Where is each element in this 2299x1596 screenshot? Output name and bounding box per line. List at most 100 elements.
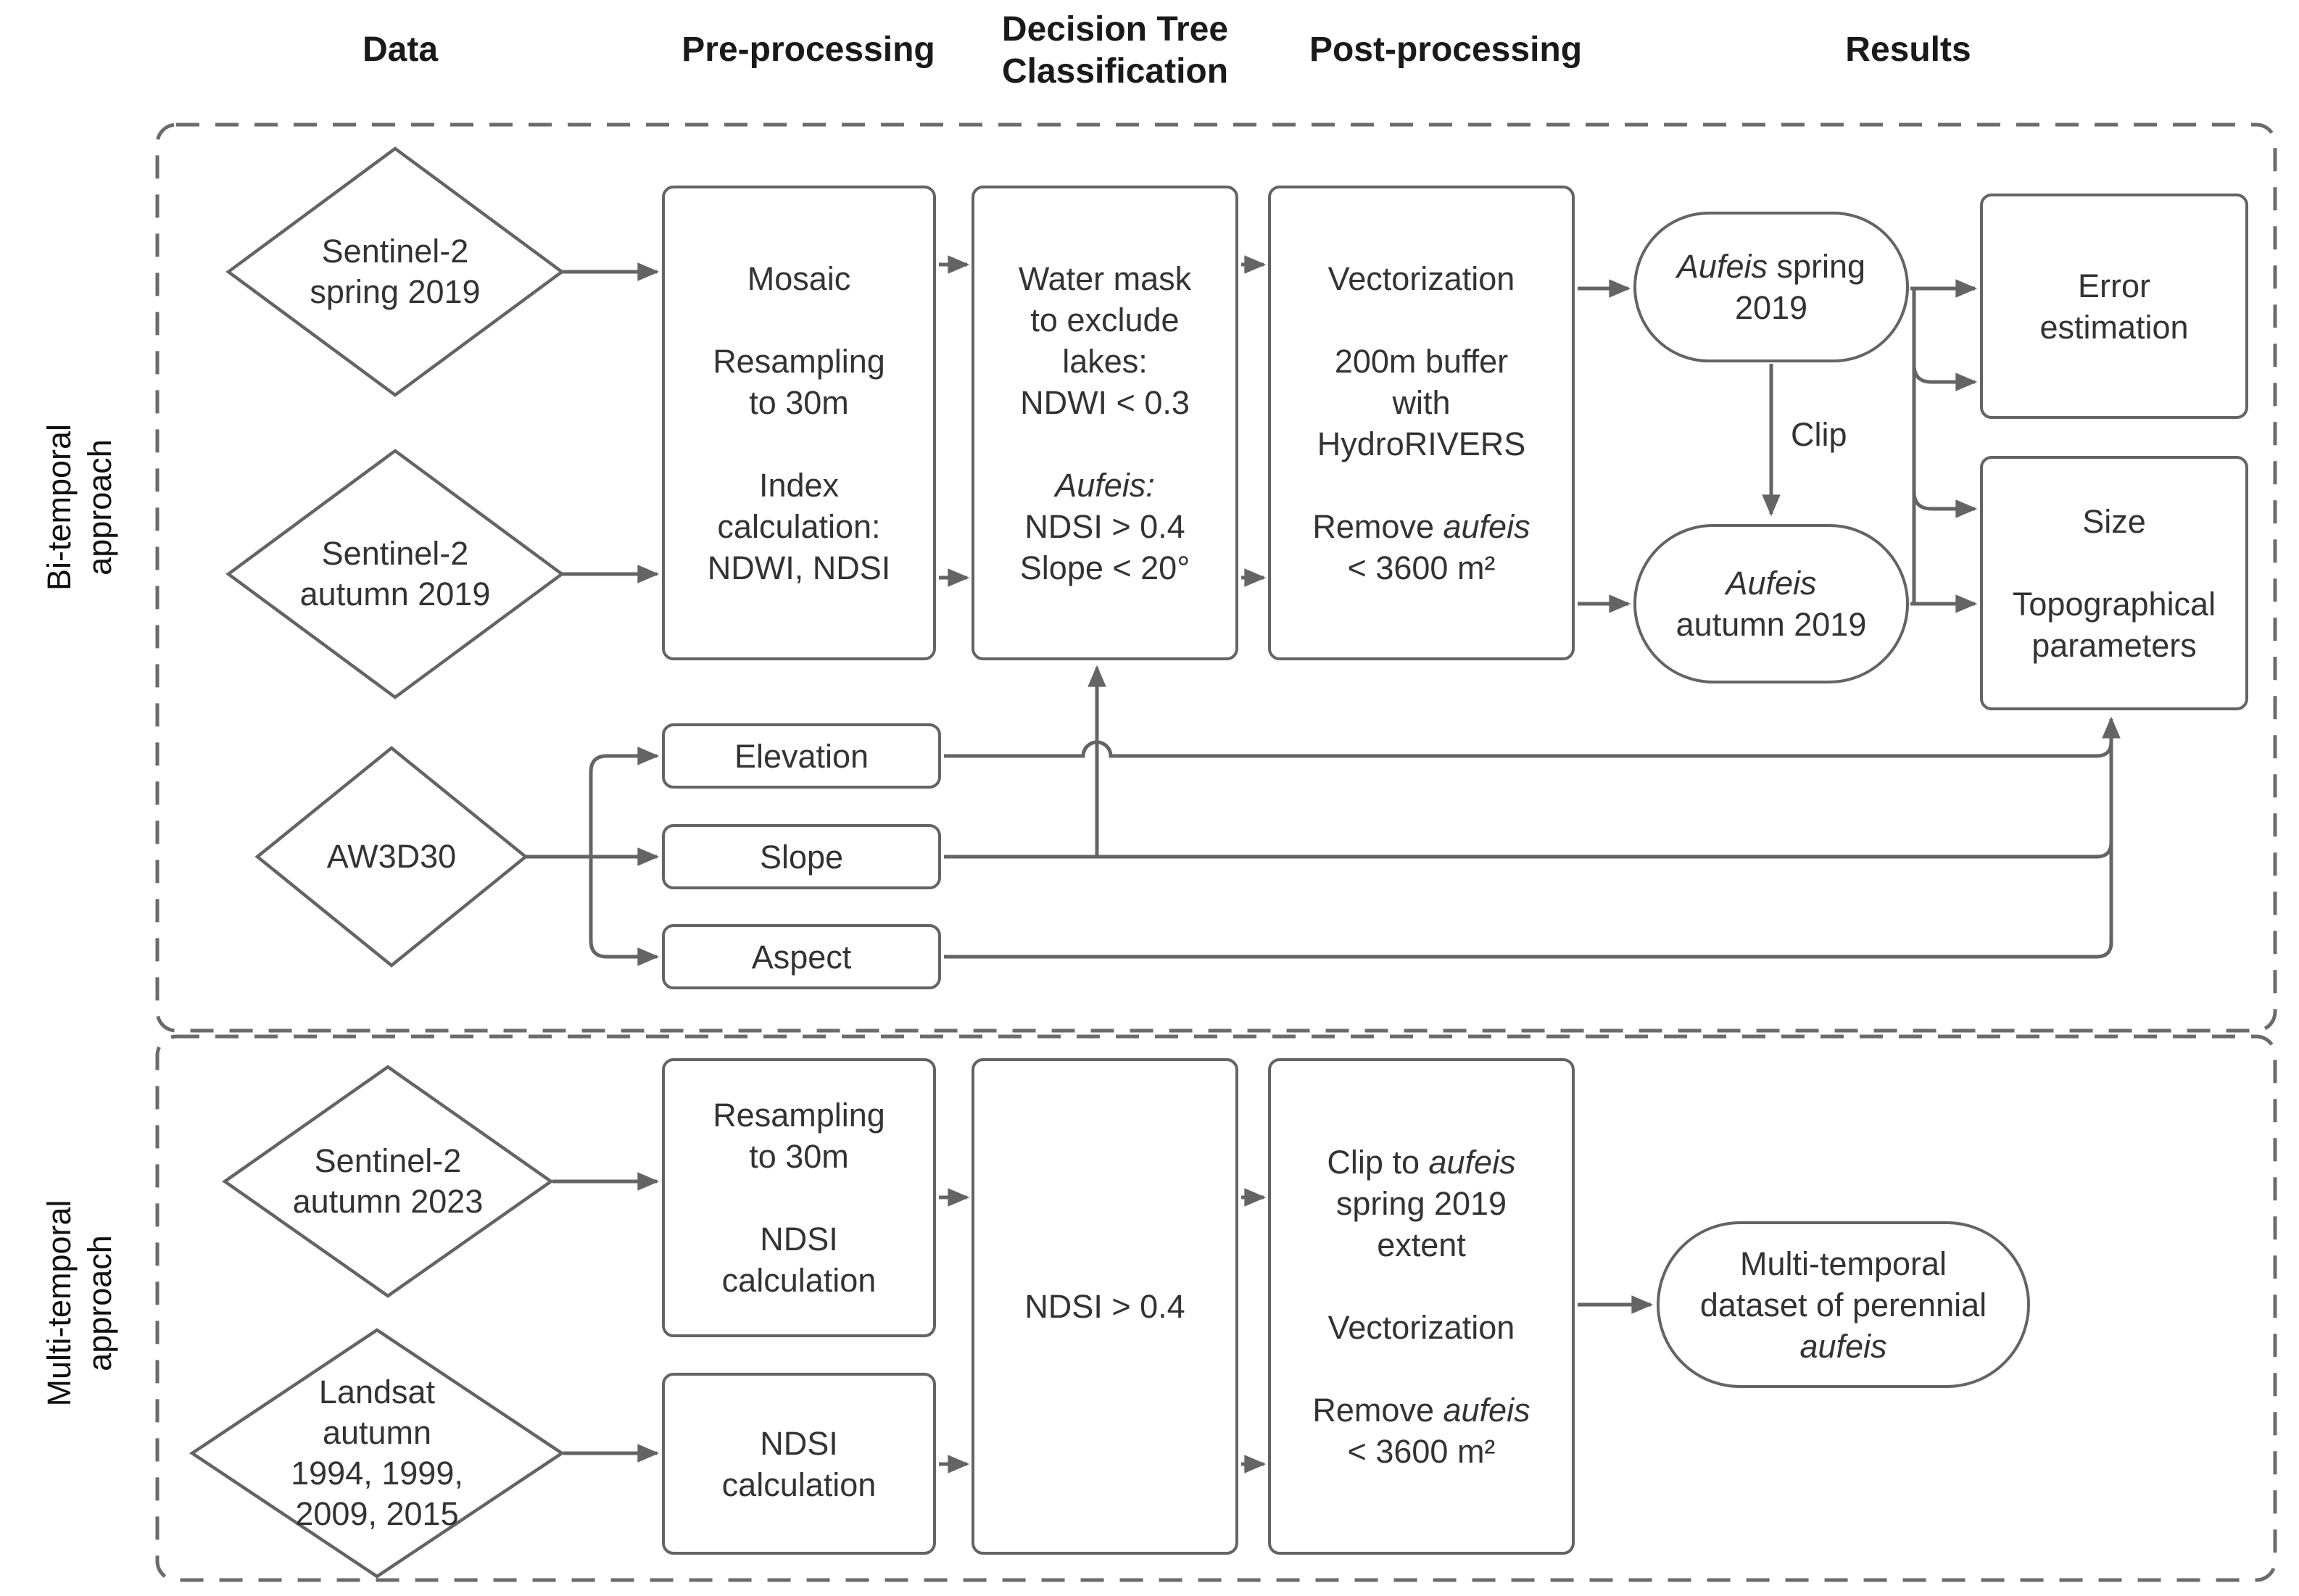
text-line: 2009, 2015	[295, 1495, 459, 1532]
text-line: calculation	[721, 1262, 877, 1299]
text-paragraph: Remove aufeis < 3600 m²	[1312, 1389, 1530, 1472]
resampling-ndsi-box: Resampling to 30m NDSI calculation	[662, 1058, 936, 1337]
slope-box: Slope	[662, 824, 941, 889]
text-segment: aufeis	[1443, 507, 1530, 545]
text-paragraph: Water mask to exclude lakes: NDWI < 0.3	[1019, 258, 1191, 423]
text-paragraph: Resampling to 30m	[713, 341, 885, 423]
text-line: aufeis	[1799, 1327, 1887, 1365]
text-line: Sentinel-2	[314, 1142, 462, 1179]
text-line: 2019	[1734, 289, 1808, 326]
text-line: Topographical	[2012, 585, 2216, 623]
text-paragraph: Mosaic	[747, 258, 851, 299]
decision-tree-box: Water mask to exclude lakes: NDWI < 0.3 …	[972, 186, 1238, 660]
text-line: NDSI > 0.4	[1024, 507, 1185, 545]
ndsi-calculation-box: NDSI calculation	[662, 1373, 936, 1555]
text-line: Resampling	[713, 342, 885, 380]
text-line: spring 2019	[1335, 1184, 1507, 1222]
diamond-label-aw3d30: AW3D30	[283, 813, 500, 900]
text-line: lakes:	[1062, 342, 1148, 380]
error-estimation-box: Error estimation	[1980, 194, 2248, 419]
text-line: dataset of perennial	[1699, 1286, 1987, 1323]
postprocessing-box: Vectorization 200m buffer with HydroRIVE…	[1268, 186, 1575, 660]
text-line: Index	[758, 466, 840, 504]
clip-edge-label: Clip	[1791, 416, 1847, 453]
text-line: Landsat	[318, 1373, 436, 1410]
text-line: Clip to aufeis	[1327, 1142, 1515, 1183]
text-line: autumn	[322, 1414, 432, 1451]
text-line: NDWI, NDSI	[707, 549, 891, 586]
text-line: Vectorization	[1327, 1308, 1515, 1346]
text-paragraph: Vectorization	[1328, 1307, 1515, 1348]
elevation-box: Elevation	[662, 723, 941, 789]
text-line: 1994, 1999,	[291, 1455, 463, 1492]
diamond-sentinel2-spring-2019	[225, 146, 565, 397]
text-line: Size	[2082, 502, 2146, 540]
diamond-sentinel2-autumn-2023	[222, 1065, 554, 1298]
text-paragraph: Aufeis: NDSI > 0.4 Slope < 20°	[1020, 465, 1190, 589]
bitemporal-connectors	[526, 255, 2121, 966]
text-line: Elevation	[734, 737, 869, 775]
aspect-box: Aspect	[662, 924, 941, 989]
connector-aw3d30-to-elevation	[589, 747, 660, 857]
text-line: NDSI	[760, 1221, 838, 1258]
text-paragraph: Size	[2082, 501, 2146, 542]
text-line: HydroRIVERS	[1317, 425, 1526, 462]
text-line: autumn 2019	[299, 575, 491, 612]
text-segment: Remove	[1312, 1391, 1443, 1429]
text-paragraph: NDSI calculation	[722, 1218, 877, 1301]
aufeis-autumn-2019-oval: Aufeis autumn 2019	[1633, 524, 1909, 683]
text-line: Aufeis	[1726, 565, 1817, 602]
text-line: with	[1392, 383, 1451, 421]
text-line: Aufeis spring	[1677, 246, 1865, 287]
diamond-label-sentinel2-autumn-2023: Sentinel-2 autumn 2023	[243, 1102, 533, 1261]
multitemporal-dataset-oval: Multi-temporal dataset of perennial aufe…	[1657, 1221, 2030, 1388]
text-paragraph: 200m buffer with HydroRIVERS	[1317, 341, 1526, 465]
text-line: spring 2019	[310, 273, 481, 310]
text-line: autumn 2023	[292, 1183, 484, 1220]
diamond-label-sentinel2-autumn-2019: Sentinel-2 autumn 2019	[250, 494, 540, 654]
text-line: to 30m	[749, 383, 849, 421]
size-topographical-box: Size Topographical parameters	[1980, 456, 2248, 710]
text-line: Aspect	[751, 938, 852, 976]
text-line: autumn 2019	[1675, 606, 1867, 643]
diamond-landsat-autumn	[189, 1328, 566, 1579]
text-line: Vectorization	[1327, 259, 1515, 297]
connector-slope-to-results	[944, 841, 2113, 859]
text-line: estimation	[2039, 308, 2189, 346]
text-segment: spring	[1768, 248, 1866, 285]
ndsi-threshold-box: NDSI > 0.4	[972, 1058, 1238, 1555]
text-line: NDSI > 0.4	[1024, 1288, 1185, 1325]
text-line: Remove aufeis	[1312, 506, 1530, 547]
data-diamonds	[189, 146, 566, 1579]
column-header-postprocessing: Post-processing	[1309, 30, 1583, 69]
text-paragraph: Resampling to 30m	[713, 1094, 885, 1177]
text-segment: aufeis	[1443, 1391, 1530, 1429]
text-line: Slope	[759, 838, 844, 876]
text-line: Sentinel-2	[321, 233, 469, 270]
diamond-aw3d30	[254, 746, 529, 968]
text-line: AW3D30	[326, 838, 457, 875]
text-line: Error	[2078, 267, 2150, 304]
multitemporal-section-border	[155, 1034, 2277, 1582]
diamond-sentinel2-autumn-2019	[225, 449, 565, 699]
text-line: Sentinel-2	[321, 535, 469, 572]
connector-branch-to-size	[1912, 491, 1978, 518]
decision-header-line2: Classification	[1001, 52, 1229, 91]
text-paragraph: Topographical parameters	[2013, 583, 2216, 666]
text-line: NDSI	[760, 1424, 838, 1462]
diamond-label-sentinel2-spring-2019: Sentinel-2 spring 2019	[250, 192, 540, 352]
text-line: calculation	[721, 1466, 877, 1503]
text-line: NDWI < 0.3	[1020, 383, 1190, 421]
bitemporal-section-border	[155, 122, 2277, 1033]
text-line: calculation:	[717, 507, 881, 545]
text-line: Aufeis:	[1055, 466, 1155, 504]
section-borders	[155, 122, 2277, 1582]
text-paragraph: Remove aufeis < 3600 m²	[1312, 506, 1530, 589]
clip-vectorization-box: Clip to aufeis spring 2019 extent Vector…	[1268, 1058, 1575, 1555]
connector-aw3d30-to-aspect	[589, 857, 660, 966]
text-segment: Aufeis	[1676, 248, 1768, 285]
text-paragraph: Clip to aufeis spring 2019 extent	[1327, 1142, 1515, 1265]
text-segment: Remove	[1312, 507, 1443, 545]
text-line: Remove aufeis	[1312, 1389, 1530, 1431]
